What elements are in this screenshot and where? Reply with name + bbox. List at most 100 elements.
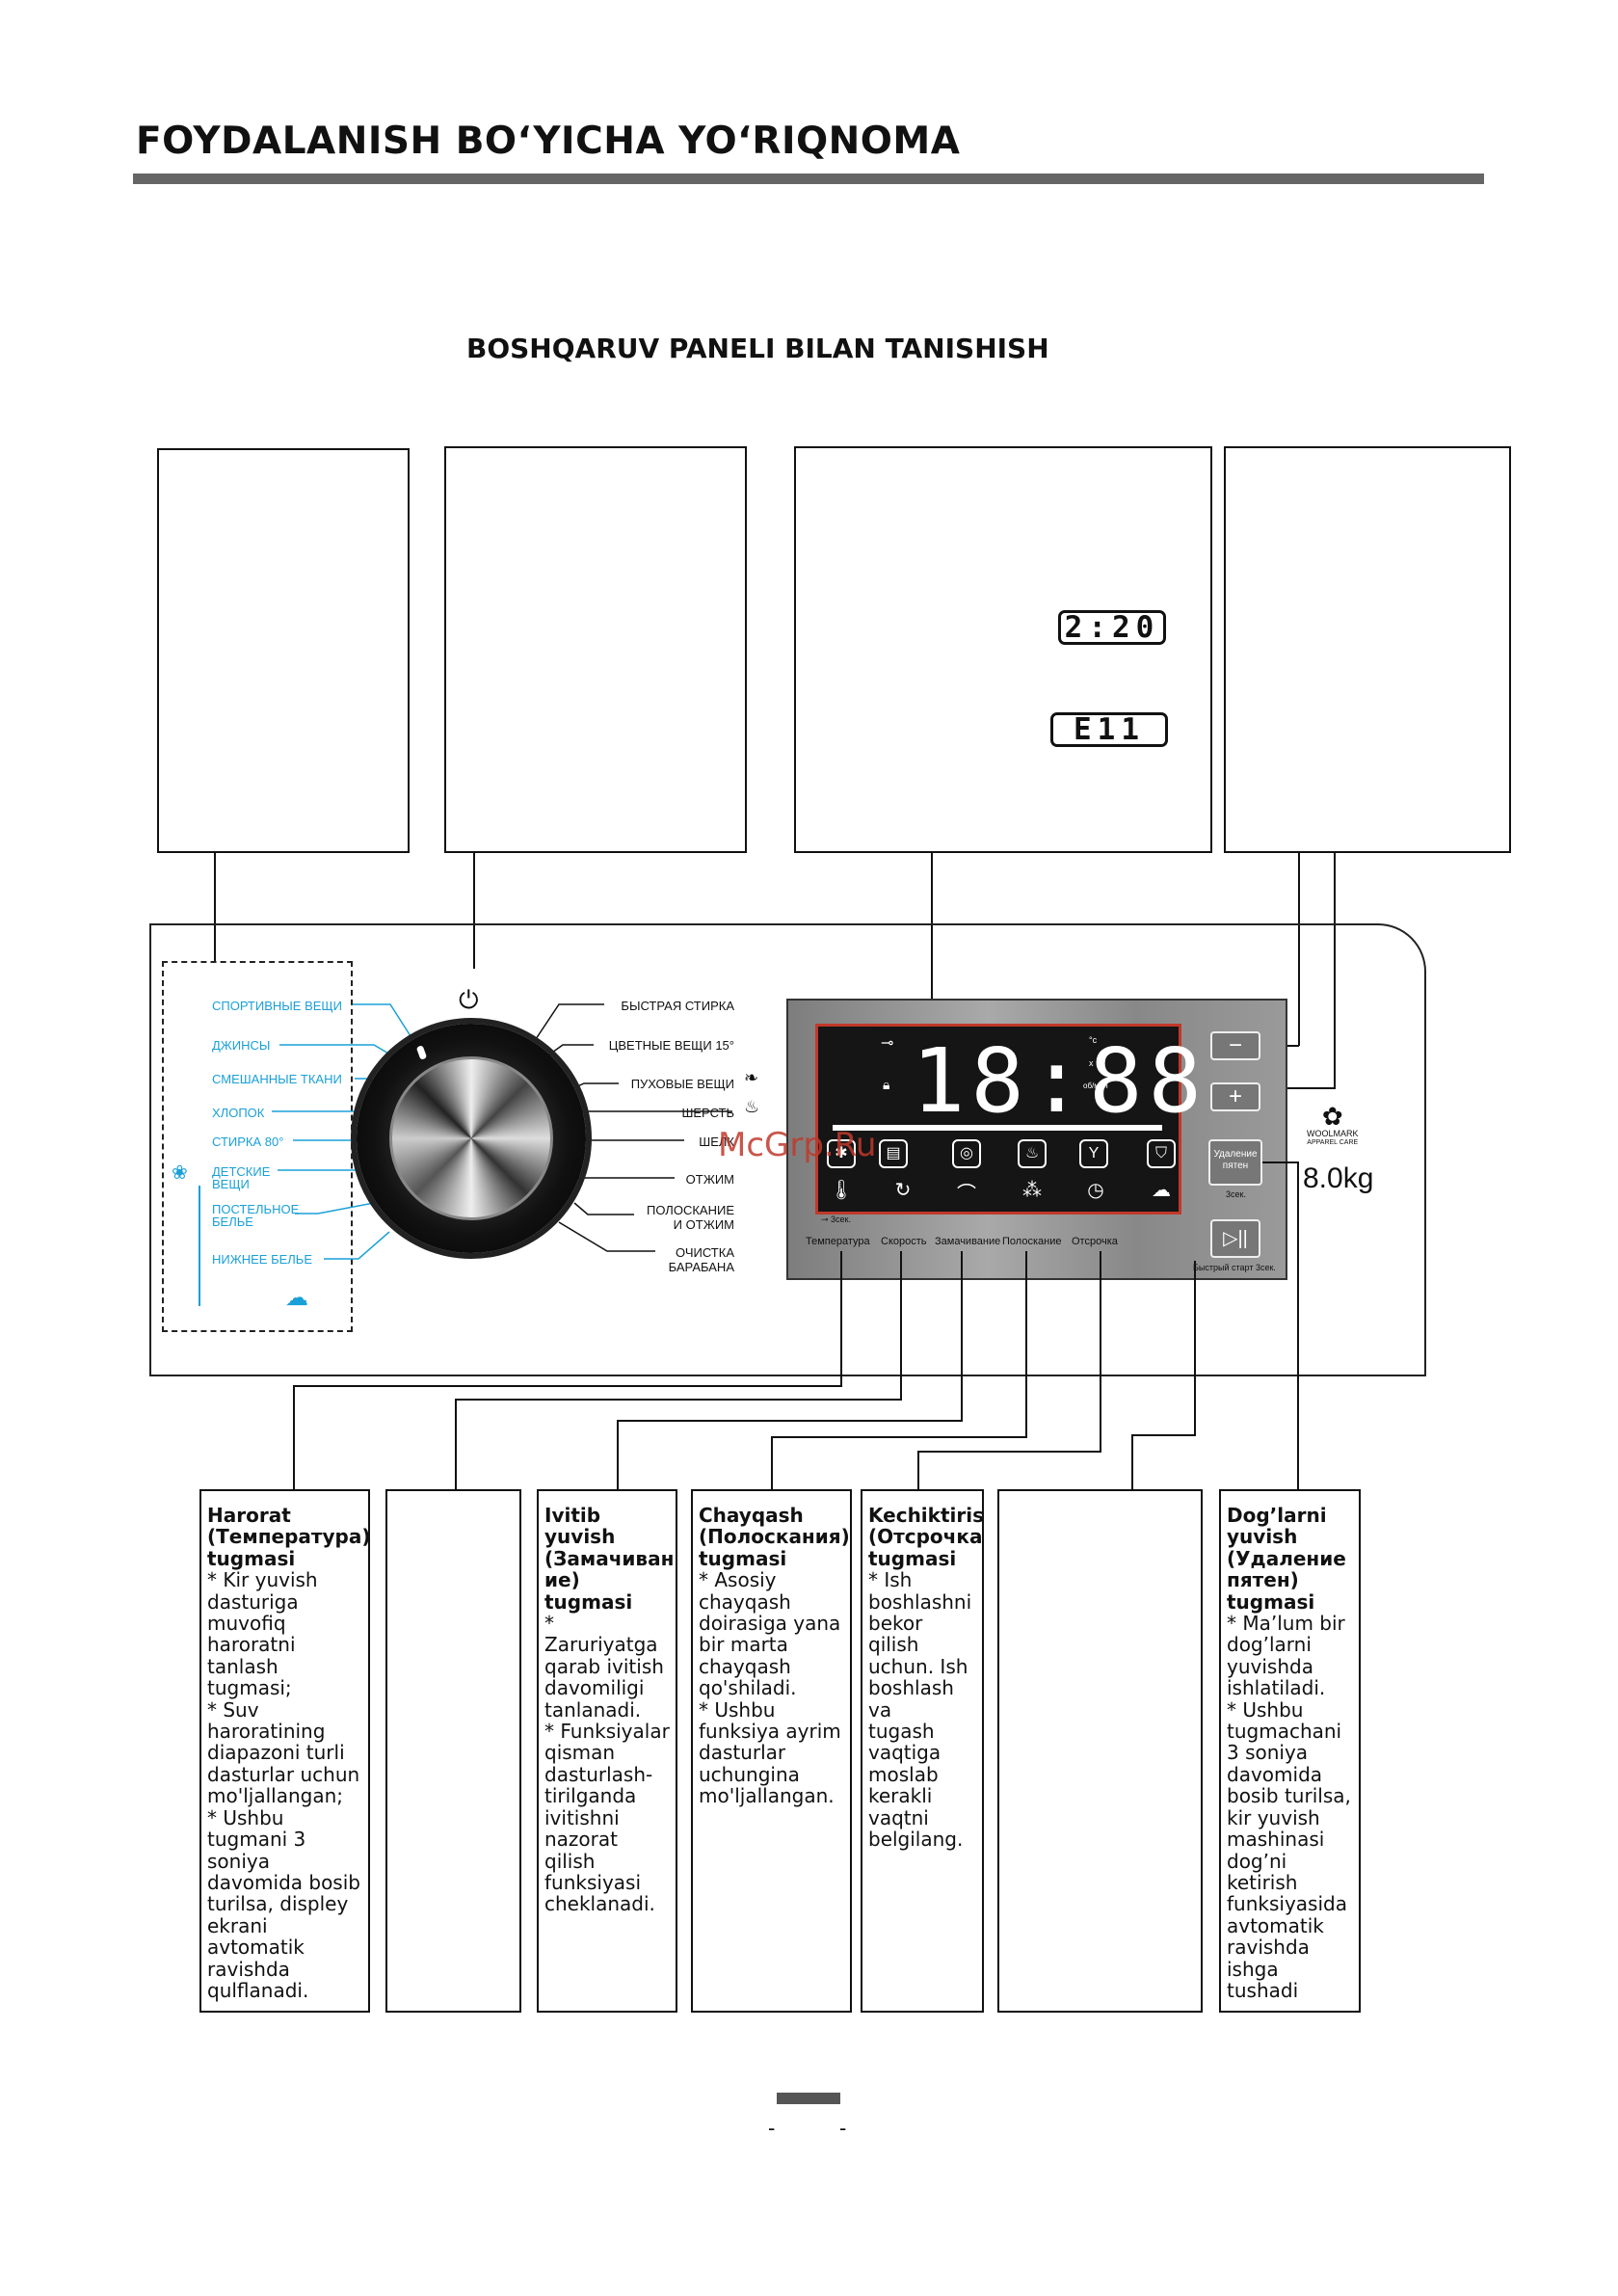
description-body: * Kir yuvish dasturiga muvofiq haroratni… — [207, 1568, 360, 2002]
down-icon: ❧ — [744, 1068, 759, 1087]
program-label: ПОСТЕЛЬНОЕ БЕЛЬЕ — [212, 1202, 300, 1229]
blue-divider — [199, 1186, 200, 1306]
description-title: Chayqash (Полоскания) tugmasi — [699, 1504, 850, 1570]
page-title: FOYDALANISH BO‘YICHA YO‘RIQNOMA — [136, 120, 961, 163]
program-label: СТИРКА 80° — [212, 1135, 284, 1149]
description-title: Ivitib yuvish (Замачиван ие) tugmasi — [544, 1504, 675, 1614]
header-divider — [133, 174, 1484, 184]
woolmark-sub: APPAREL CARE — [1307, 1139, 1359, 1146]
description-title: Kechiktirish (Отсрочка) tugmasi — [868, 1504, 984, 1570]
quick-start-note: Быстрый старт 3сек. — [1193, 1263, 1276, 1272]
program-label: ШЕРСТЬ — [681, 1106, 734, 1120]
start-pause-button[interactable]: ▷|| — [1210, 1219, 1260, 1258]
leader-line — [214, 853, 216, 962]
soak-description: Ivitib yuvish (Замачиван ие) tugmasi * Z… — [537, 1489, 677, 2013]
spin-icon: ↻ — [894, 1180, 912, 1201]
lock-hold-text: 3сек. — [831, 1215, 851, 1224]
lcd-digits: 18:88 — [912, 1029, 1207, 1133]
program-label: СМЕШАННЫЕ ТКАНИ — [212, 1072, 342, 1086]
baby-clothes-icon: ❀ — [172, 1162, 188, 1184]
rinse-icon: ⁂ — [1022, 1180, 1042, 1201]
program-label: ПОЛОСКАНИЕ И ОТЖИМ — [647, 1203, 734, 1232]
program-label: БЫСТРАЯ СТИРКА — [621, 999, 734, 1013]
speed-button[interactable]: Скорость — [881, 1236, 927, 1247]
capacity-label: 8.0kg — [1303, 1162, 1374, 1194]
leader-line — [1298, 853, 1300, 1046]
lcd-error-readout: E11 — [1050, 712, 1168, 747]
delay-description: Kechiktirish (Отсрочка) tugmasi * Ish bo… — [861, 1489, 984, 2013]
program-label: ОТЖИМ — [685, 1172, 734, 1187]
callout-box-power — [444, 446, 747, 853]
program-label: ДЖИНСЫ — [212, 1038, 271, 1053]
shirt-icon: ✱ — [827, 1139, 856, 1168]
leader-line — [1260, 1087, 1336, 1089]
program-label: НИЖНЕЕ БЕЛЬЕ — [212, 1252, 313, 1267]
watermark: McGrp.Ru — [718, 1126, 877, 1164]
stain-removal-button[interactable]: Удаление пятен — [1208, 1139, 1262, 1186]
leader-line — [473, 853, 475, 969]
lcd-time-readout: 2:20 — [1058, 610, 1166, 645]
woolmark-name: WOOLMARK — [1307, 1129, 1359, 1138]
allergy-icon: ☁ — [285, 1285, 308, 1311]
program-label: ЦВЕТНЫЕ ВЕЩИ 15° — [608, 1038, 734, 1053]
rinse-button[interactable]: Полоскание — [1002, 1236, 1062, 1247]
thermometer-icon: 🌡︎ — [829, 1180, 854, 1201]
program-label: ШЕЛК — [699, 1135, 734, 1149]
delay-icon: ◷ — [1087, 1180, 1104, 1201]
description-body: * Ish boshlashni bekor qilish uchun. Ish… — [868, 1568, 972, 1852]
description-body: * Ma’lum bir dog’larni yuvishda ishlatil… — [1227, 1612, 1351, 2002]
minus-button[interactable]: − — [1210, 1031, 1260, 1060]
woolmark-icon: ✿ — [1321, 1102, 1343, 1131]
page-dash-left: - — [768, 2116, 776, 2140]
callout-box-side-buttons — [1224, 446, 1511, 853]
start-description — [997, 1489, 1203, 2013]
program-list-frame — [162, 961, 353, 1332]
program-label: ОЧИСТКА БАРАБАНА — [668, 1245, 734, 1274]
description-title: Dog’larni yuvish (Удаление пятен) tugmas… — [1227, 1504, 1346, 1614]
page-number-bar — [777, 2093, 840, 2104]
unit-celsius: °c — [1089, 1035, 1098, 1045]
knob-dial-face — [389, 1056, 553, 1220]
soak-button[interactable]: Замачивание — [935, 1236, 1001, 1247]
program-label: ХЛОПОК — [212, 1106, 265, 1120]
woolmark-logo: ✿ WOOLMARK APPAREL CARE — [1307, 1104, 1359, 1148]
program-label: СПОРТИВНЫЕ ВЕЩИ — [212, 999, 342, 1013]
delay-button[interactable]: Отсрочка — [1072, 1236, 1118, 1247]
lock-hold-note: ⊸ 3сек. — [821, 1215, 851, 1224]
unit-rpm: об/мин — [1083, 1081, 1108, 1090]
speed-description — [385, 1489, 521, 2013]
progress-bar — [833, 1125, 1162, 1131]
lcd-screen — [815, 1024, 1181, 1215]
stain-hold-note: 3сек. — [1226, 1189, 1246, 1199]
leader-line — [1334, 853, 1336, 1088]
rinse-description: Chayqash (Полоскания) tugmasi * Asosiy c… — [691, 1489, 852, 2013]
description-body: * Zaruriyatga qarab ivitish davomiligi t… — [544, 1612, 670, 1916]
page-dash-right: - — [839, 2116, 847, 2140]
temperature-button[interactable]: Температура — [806, 1236, 870, 1247]
callout-box-programs — [157, 448, 410, 853]
description-title: Harorat (Температура) tugmasi — [207, 1504, 370, 1570]
allergy-icon: ☁ — [1152, 1180, 1171, 1201]
section-title: BOSHQARUV PANELI BILAN TANISHISH — [466, 333, 1049, 364]
stain-removal-description: Dog’larni yuvish (Удаление пятен) tugmas… — [1219, 1489, 1361, 2013]
control-panel — [149, 923, 1426, 1376]
glass-icon: Y — [1079, 1139, 1108, 1168]
child-lock-icon: 🔒︎ — [883, 1077, 890, 1092]
temperature-description: Harorat (Температура) tugmasi * Kir yuvi… — [199, 1489, 370, 2013]
steam-icon: ♨ — [1018, 1139, 1047, 1168]
leader-line — [931, 853, 933, 1027]
power-icon[interactable]: ⏻ — [459, 985, 479, 1014]
callout-box-display: 2:20 E11 — [794, 446, 1212, 853]
shield-icon: ⛉ — [1147, 1139, 1176, 1168]
lock-key-icon: ⊸ — [881, 1035, 894, 1052]
drum-icon: ◎ — [952, 1139, 981, 1168]
plus-button[interactable]: + — [1210, 1082, 1260, 1111]
description-body: * Asosiy chayqash doirasiga yana bir mar… — [699, 1568, 841, 1808]
wool-icon: ♨ — [744, 1097, 760, 1116]
program-label: ДЕТСКИЕ ВЕЩИ — [212, 1164, 271, 1191]
unit-times: x — [1089, 1058, 1094, 1068]
program-label: ПУХОВЫЕ ВЕЩИ — [630, 1077, 734, 1091]
prewash-icon: ▤ — [879, 1139, 908, 1168]
